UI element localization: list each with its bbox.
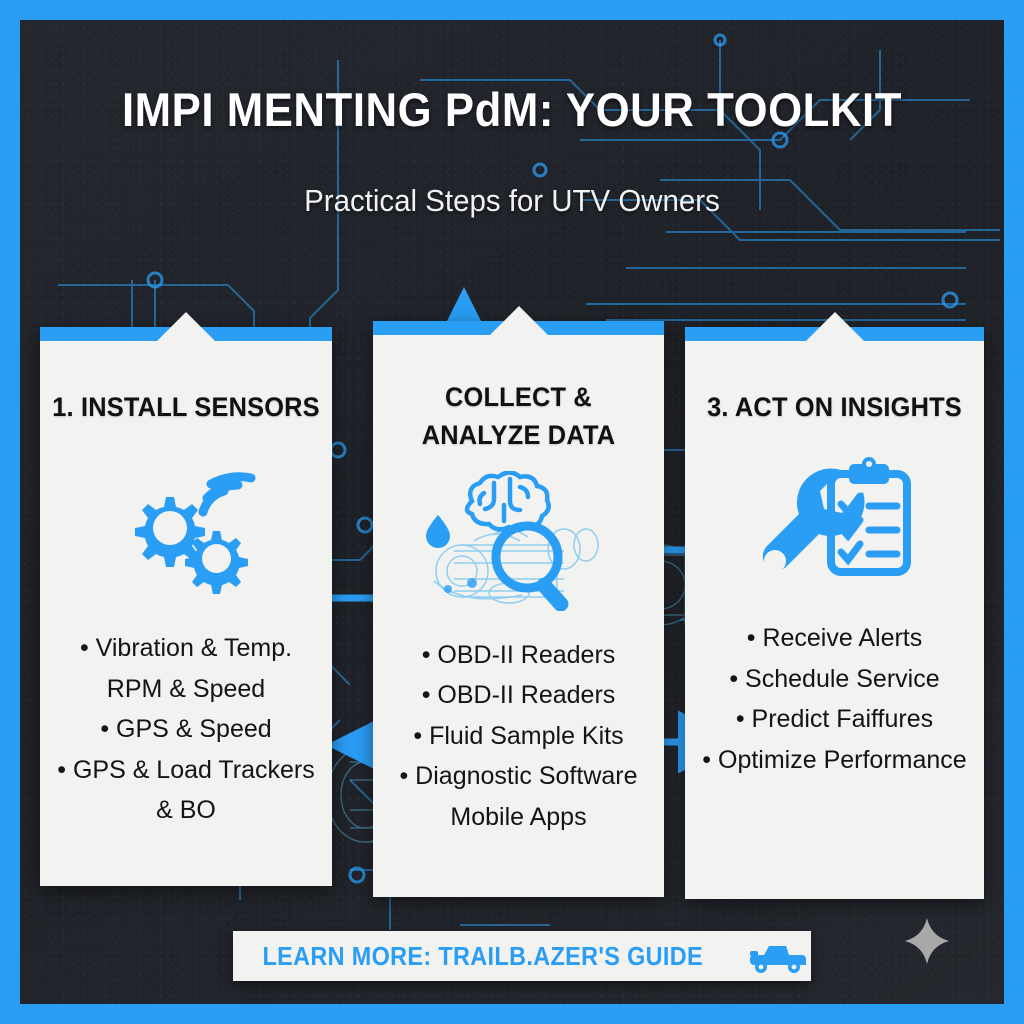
card-2-accent-bar — [373, 306, 664, 335]
step-card-2[interactable]: COLLECT & ANALYZE DATA — [373, 306, 664, 897]
card-2-title-line-2: ANALYZE DATA — [421, 420, 616, 451]
card-3-accent-bar — [685, 312, 984, 341]
card-3-title: 3. ACT ON INSIGHTS — [707, 392, 962, 422]
card-2-bullet-4: • Diagnostic Software — [399, 762, 638, 791]
card-3-bullet-3: • Predict Faiffures — [735, 705, 934, 734]
card-1-bullets: • Vibration & Temp. RPM & Speed • GPS & … — [40, 628, 332, 831]
card-1-bullet-4: • GPS & Load Trackers — [57, 755, 315, 784]
brain-magnifier-engine-icon — [373, 470, 664, 611]
card-2-notch — [489, 306, 548, 335]
card-1-bullet-1: • Vibration & Temp. — [79, 634, 293, 663]
card-1-title: 1. INSTALL SENSORS — [52, 392, 320, 422]
infographic-stage: IMPI MENTING PdM: YOUR TOOLKIT Practical… — [20, 20, 1004, 1004]
card-1-notch — [157, 312, 215, 341]
card-2-title: COLLECT & ANALYZE DATA — [382, 378, 656, 455]
gears-wifi-sensor-icon — [40, 459, 332, 595]
banner-label: LEARN MORE: TRAILB.AZER'S GUIDE — [262, 940, 703, 971]
card-1-bullet-5: & BO — [156, 796, 216, 825]
learn-more-banner[interactable]: LEARN MORE: TRAILB.AZER'S GUIDE — [233, 931, 811, 981]
card-2-bullets: • OBD-II Readers • OBD-II Readers • Flui… — [373, 635, 664, 838]
step-card-3[interactable]: 3. ACT ON INSIGHTS — [685, 312, 984, 899]
card-3-bullet-1: • Receive Alerts — [746, 624, 923, 653]
card-2-bullet-5: Mobile Apps — [450, 802, 587, 831]
card-1-bullet-3: • GPS & Speed — [100, 715, 272, 744]
utv-vehicle-icon — [750, 946, 807, 973]
card-2-bullet-3: • Fluid Sample Kits — [413, 721, 624, 750]
page-subtitle: Practical Steps for UTV Owners — [304, 183, 720, 218]
step-card-1[interactable]: 1. INSTALL SENSORS — [40, 312, 332, 886]
card-3-bullets: • Receive Alerts • Schedule Service • Pr… — [685, 618, 984, 780]
card-3-bullet-4: • Optimize Performance — [702, 745, 967, 774]
card-3-notch — [805, 312, 864, 341]
page-title: IMPI MENTING PdM: YOUR TOOLKIT — [121, 83, 903, 136]
card-2-bullet-1: • OBD-II Readers — [421, 640, 616, 669]
card-2-title-line-1: COLLECT & — [445, 382, 592, 412]
card-3-bullet-2: • Schedule Service — [729, 664, 940, 693]
header: IMPI MENTING PdM: YOUR TOOLKIT Practical… — [20, 20, 1004, 219]
sparkle-icon — [905, 918, 949, 964]
card-2-bullet-2: • OBD-II Readers — [421, 681, 616, 710]
card-1-bullet-2: RPM & Speed — [106, 674, 266, 703]
card-1-accent-bar — [40, 312, 332, 341]
wrench-clipboard-checklist-icon — [685, 452, 984, 592]
